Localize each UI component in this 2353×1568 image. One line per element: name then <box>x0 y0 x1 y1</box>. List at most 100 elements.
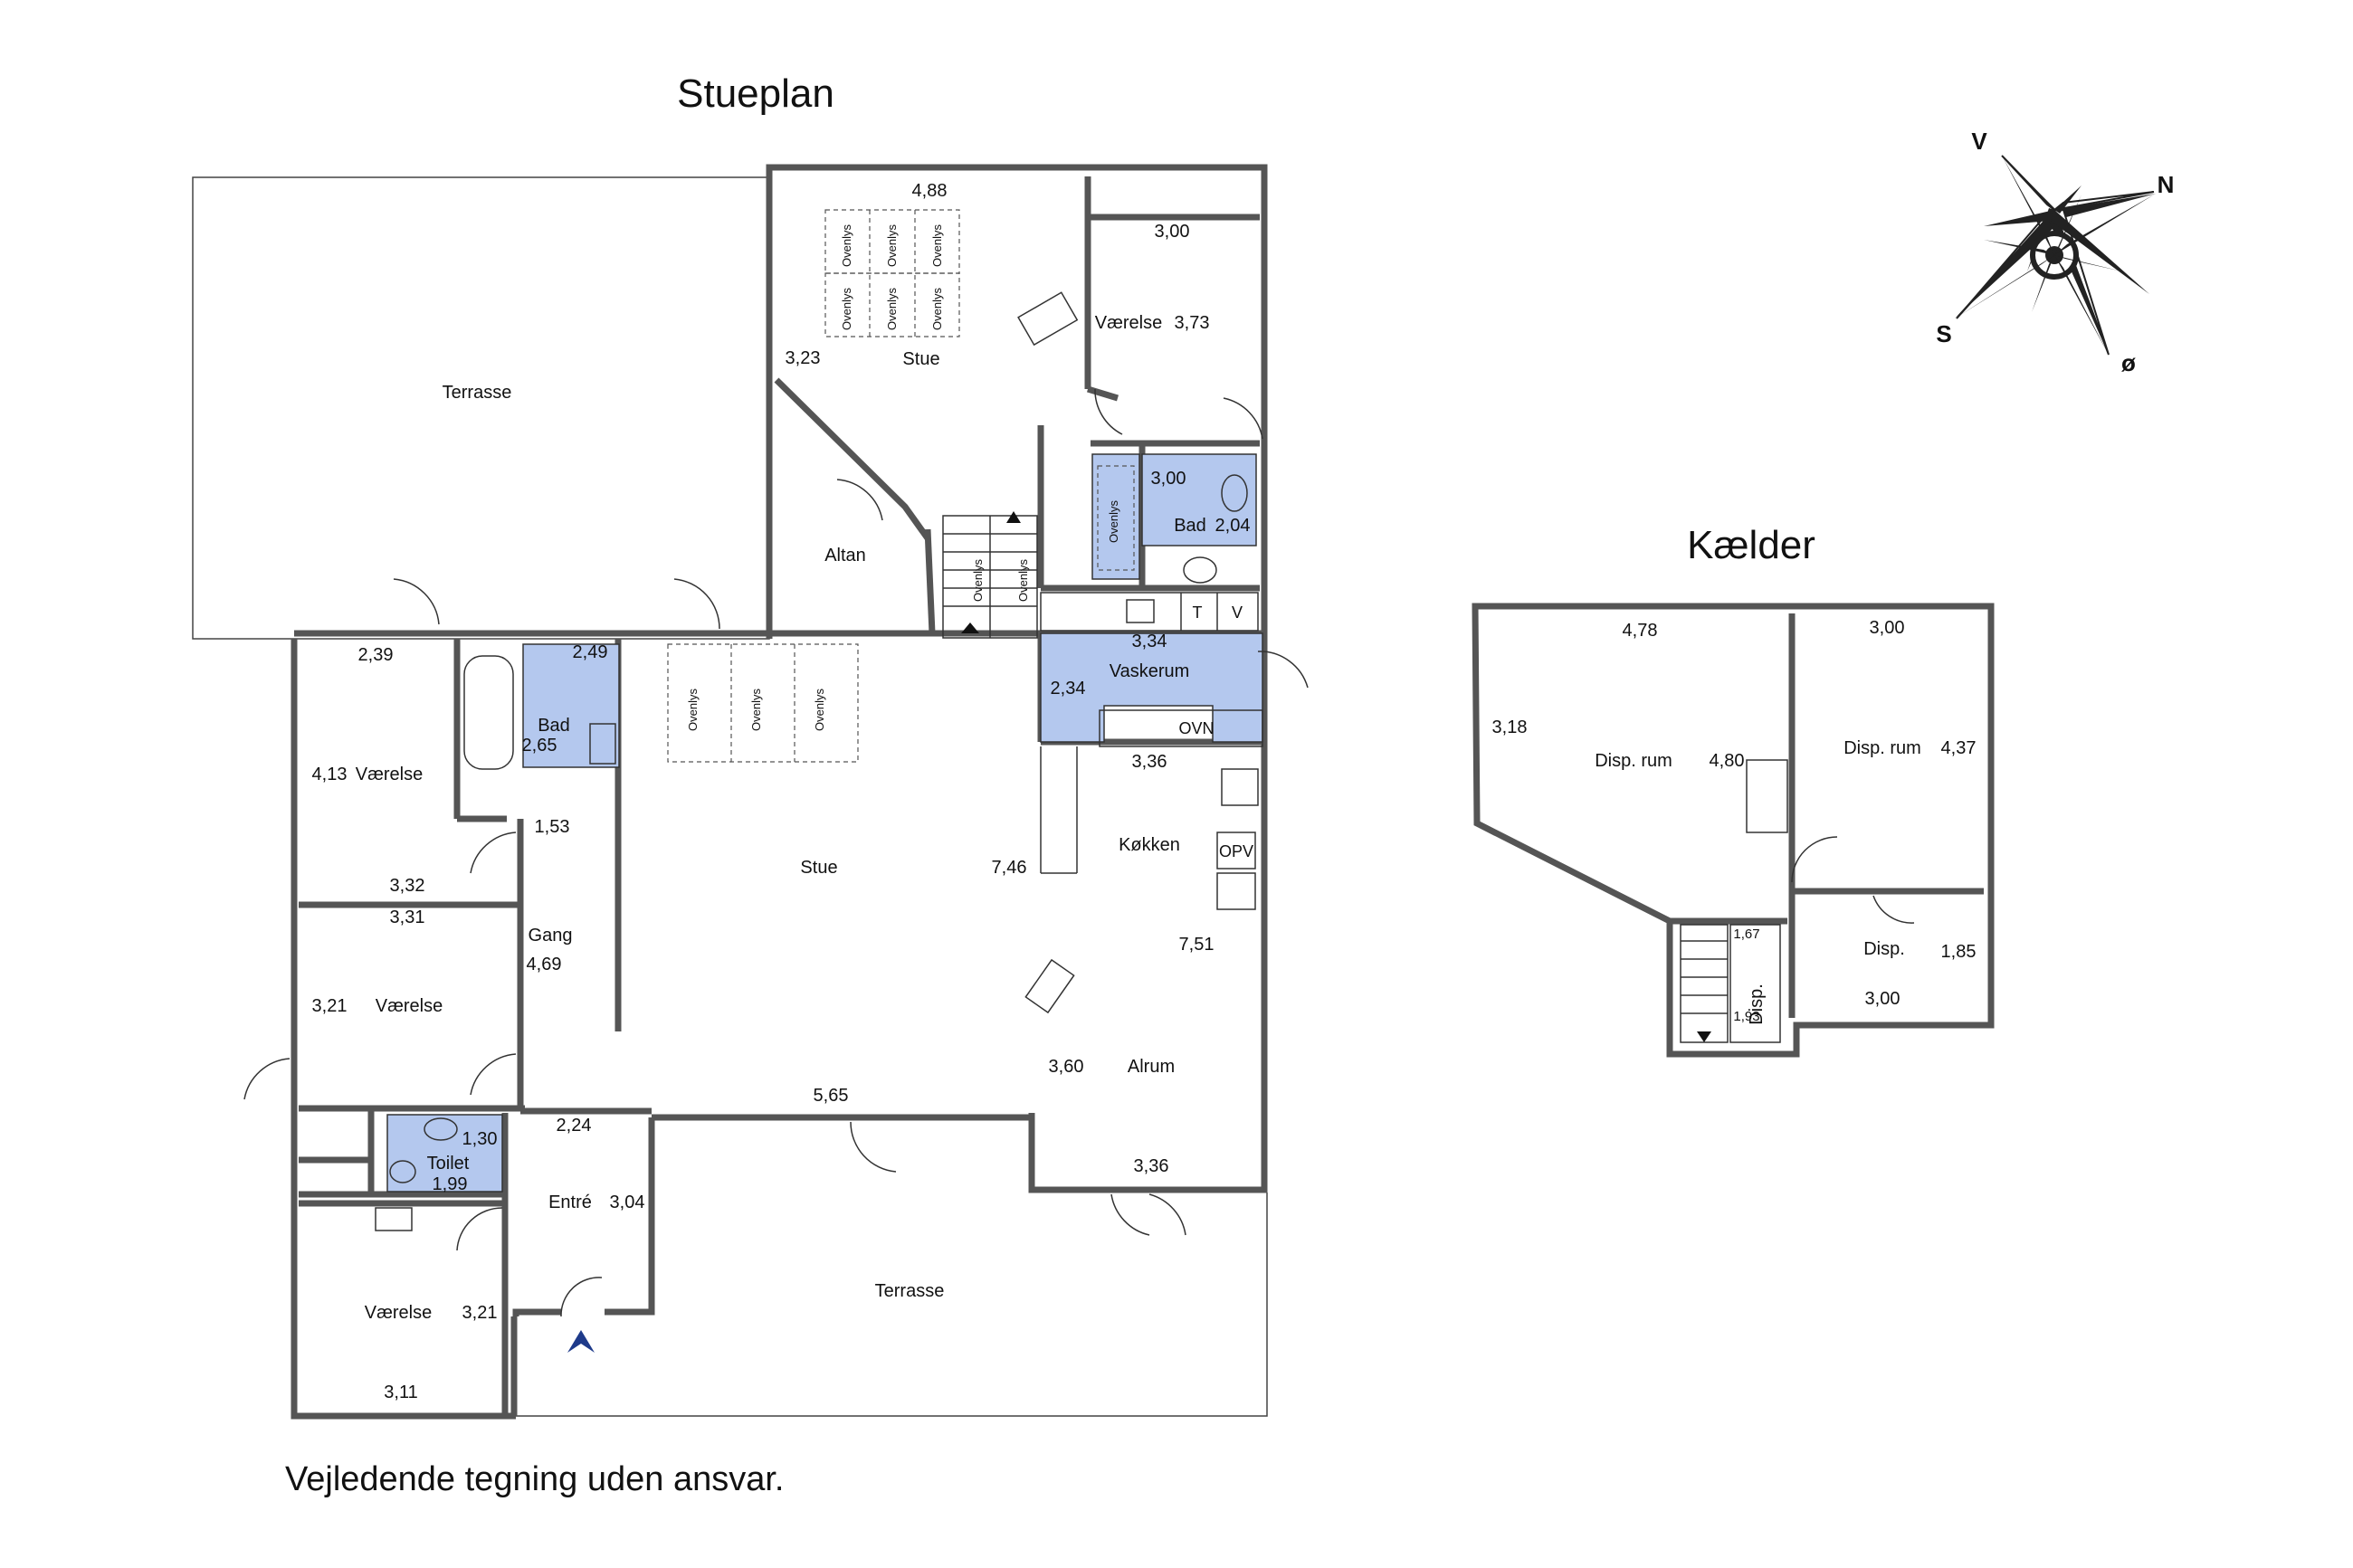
svg-text:3,11: 3,11 <box>384 1383 417 1402</box>
svg-text:Ovenlys: Ovenlys <box>1016 559 1030 602</box>
compass-rose-icon <box>1955 155 2156 356</box>
room-toilet: Toilet <box>427 1154 470 1174</box>
svg-text:5,65: 5,65 <box>814 1086 849 1106</box>
room-bedroom-2: Værelse <box>376 996 443 1016</box>
basement-title: Kælder <box>1687 523 1815 567</box>
svg-text:4,80: 4,80 <box>1710 751 1745 771</box>
svg-text:Ovenlys: Ovenlys <box>930 224 944 267</box>
bath-top-shower-area <box>1091 453 1140 580</box>
svg-text:3,31: 3,31 <box>390 908 425 927</box>
svg-text:3,21: 3,21 <box>312 996 348 1016</box>
ground-floor-walls <box>291 164 1268 1420</box>
svg-text:2,04: 2,04 <box>1215 516 1251 536</box>
compass-o-label: ø <box>2121 349 2136 376</box>
basement-room-4: Disp. <box>1747 984 1767 1025</box>
svg-text:Ovenlys: Ovenlys <box>840 224 853 267</box>
svg-text:3,18: 3,18 <box>1492 717 1528 737</box>
entrance-arrow-icon <box>567 1330 595 1353</box>
svg-text:Ovenlys: Ovenlys <box>813 689 826 731</box>
room-bedroom-top: Værelse <box>1095 313 1162 333</box>
bath-left-area <box>522 643 620 768</box>
basement-room-2: Disp. rum <box>1843 738 1921 758</box>
svg-text:1,67: 1,67 <box>1733 927 1759 942</box>
terrace-top-outline <box>192 176 770 640</box>
svg-text:1,53: 1,53 <box>535 817 570 837</box>
svg-text:4,88: 4,88 <box>912 181 948 201</box>
room-hallway: Gang <box>529 926 573 946</box>
svg-text:3,36: 3,36 <box>1134 1156 1169 1176</box>
skylights-top <box>667 209 1135 763</box>
svg-text:2,34: 2,34 <box>1051 679 1086 698</box>
room-terrace-top: Terrasse <box>443 383 512 403</box>
fixture-t-label: T <box>1193 603 1203 622</box>
svg-text:1,99: 1,99 <box>433 1174 468 1194</box>
svg-text:3,34: 3,34 <box>1132 632 1167 651</box>
terrace-bottom-outline <box>516 1193 1268 1417</box>
svg-text:3,73: 3,73 <box>1175 313 1210 333</box>
svg-text:Ovenlys: Ovenlys <box>971 559 985 602</box>
basement-walls <box>1472 603 1995 1058</box>
svg-text:4,13: 4,13 <box>312 765 348 784</box>
room-family: Alrum <box>1128 1057 1175 1077</box>
room-balcony: Altan <box>824 546 866 565</box>
room-bath-left: Bad <box>538 716 570 736</box>
skylight-labels: Ovenlys Ovenlys Ovenlys Ovenlys Ovenlys … <box>686 224 1120 731</box>
svg-text:1,93: 1,93 <box>1733 1009 1759 1024</box>
svg-text:2,65: 2,65 <box>522 736 557 755</box>
room-entrance: Entré <box>548 1193 592 1212</box>
svg-text:3,00: 3,00 <box>1870 618 1905 638</box>
svg-text:2,24: 2,24 <box>557 1116 592 1136</box>
oven-label: OVN <box>1178 719 1214 737</box>
svg-text:1,85: 1,85 <box>1941 942 1977 962</box>
room-kitchen: Køkken <box>1119 835 1180 855</box>
svg-text:4,69: 4,69 <box>527 955 562 974</box>
svg-text:1,30: 1,30 <box>462 1129 498 1149</box>
ground-floor-title: Stueplan <box>677 71 834 116</box>
compass-n-label: N <box>2158 171 2175 198</box>
ground-floor-dimensions: 4,88 3,23 3,00 3,73 3,00 2,04 3,34 2,34 … <box>312 181 1251 1402</box>
svg-text:Ovenlys: Ovenlys <box>930 288 944 330</box>
svg-text:Ovenlys: Ovenlys <box>1107 500 1120 543</box>
basement-dimensions: 4,78 3,18 4,80 3,00 4,37 3,00 1,85 1,67 … <box>1492 618 1977 1024</box>
room-living-main: Stue <box>800 858 837 878</box>
svg-text:Ovenlys: Ovenlys <box>885 224 899 267</box>
svg-text:3,00: 3,00 <box>1865 989 1900 1009</box>
svg-text:3,00: 3,00 <box>1155 222 1190 242</box>
bath-fixtures <box>389 474 1248 1183</box>
doors <box>243 388 1309 1317</box>
basement-room-1: Disp. rum <box>1595 751 1672 771</box>
svg-text:Ovenlys: Ovenlys <box>686 689 700 731</box>
svg-text:7,46: 7,46 <box>992 858 1027 878</box>
stairs-ground <box>375 511 1038 1231</box>
svg-text:Ovenlys: Ovenlys <box>885 288 899 330</box>
svg-text:7,51: 7,51 <box>1179 935 1215 955</box>
svg-text:3,00: 3,00 <box>1151 469 1186 489</box>
svg-text:4,78: 4,78 <box>1623 621 1658 641</box>
svg-text:3,21: 3,21 <box>462 1303 498 1323</box>
room-bedroom-1: Værelse <box>356 765 423 784</box>
basement-room-3: Disp. <box>1863 939 1905 959</box>
kitchen-fixtures <box>1017 291 1263 1014</box>
room-bedroom-3: Værelse <box>365 1303 432 1323</box>
toilet-area <box>386 1114 503 1193</box>
compass-v-label: V <box>1971 128 1987 155</box>
room-bath-top: Bad <box>1174 516 1206 536</box>
svg-text:3,32: 3,32 <box>390 876 425 896</box>
svg-text:2,49: 2,49 <box>573 642 608 662</box>
svg-text:Ovenlys: Ovenlys <box>840 288 853 330</box>
svg-text:4,37: 4,37 <box>1941 738 1977 758</box>
laundry-area <box>1040 632 1263 743</box>
room-laundry: Vaskerum <box>1110 661 1190 681</box>
disclaimer-text: Vejledende tegning uden ansvar. <box>285 1460 784 1498</box>
room-terrace-bottom: Terrasse <box>875 1281 945 1301</box>
svg-text:3,23: 3,23 <box>786 348 821 368</box>
dishwasher-label: OPV <box>1219 842 1253 860</box>
svg-text:2,39: 2,39 <box>358 645 394 665</box>
fixture-v-label: V <box>1232 603 1243 622</box>
svg-text:3,04: 3,04 <box>610 1193 645 1212</box>
room-living-top: Stue <box>902 349 939 369</box>
svg-text:3,36: 3,36 <box>1132 752 1167 772</box>
svg-text:3,60: 3,60 <box>1049 1057 1084 1077</box>
svg-text:Ovenlys: Ovenlys <box>749 689 763 731</box>
